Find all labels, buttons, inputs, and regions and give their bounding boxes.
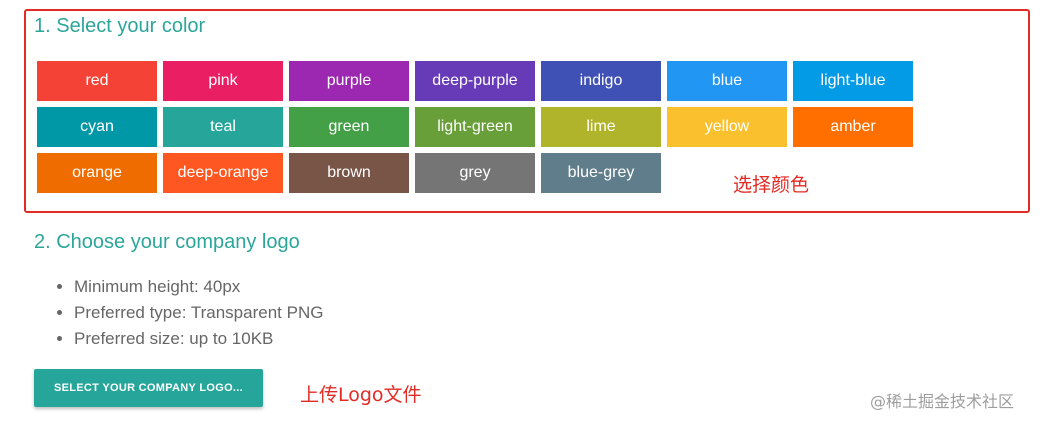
color-swatch-amber[interactable]: amber (793, 107, 913, 147)
color-swatch-indigo[interactable]: indigo (541, 61, 661, 101)
list-item: Preferred type: Transparent PNG (74, 300, 323, 326)
list-item: Preferred size: up to 10KB (74, 326, 323, 352)
color-swatch-deep-orange[interactable]: deep-orange (163, 153, 283, 193)
color-swatch-green[interactable]: green (289, 107, 409, 147)
logo-requirements-list: Minimum height: 40px Preferred type: Tra… (54, 274, 323, 352)
color-swatch-yellow[interactable]: yellow (667, 107, 787, 147)
color-swatch-brown[interactable]: brown (289, 153, 409, 193)
upload-annotation: 上传Logo文件 (300, 384, 422, 406)
watermark: @稀土掘金技术社区 (870, 392, 1015, 411)
color-swatch-teal[interactable]: teal (163, 107, 283, 147)
color-swatch-cyan[interactable]: cyan (37, 107, 157, 147)
color-swatch-lime[interactable]: lime (541, 107, 661, 147)
color-swatch-grey[interactable]: grey (415, 153, 535, 193)
color-section-highlight-box (24, 9, 1030, 213)
logo-section-title: 2. Choose your company logo (34, 231, 300, 253)
color-swatch-pink[interactable]: pink (163, 61, 283, 101)
color-swatch-light-green[interactable]: light-green (415, 107, 535, 147)
color-swatch-deep-purple[interactable]: deep-purple (415, 61, 535, 101)
color-swatch-blue-grey[interactable]: blue-grey (541, 153, 661, 193)
list-item: Minimum height: 40px (74, 274, 323, 300)
color-swatch-light-blue[interactable]: light-blue (793, 61, 913, 101)
color-swatch-purple[interactable]: purple (289, 61, 409, 101)
color-swatch-orange[interactable]: orange (37, 153, 157, 193)
select-logo-button[interactable]: SELECT YOUR COMPANY LOGO... (34, 369, 263, 407)
color-annotation: 选择颜色 (733, 174, 810, 196)
color-swatch-blue[interactable]: blue (667, 61, 787, 101)
color-swatch-red[interactable]: red (37, 61, 157, 101)
color-section-title: 1. Select your color (34, 15, 206, 37)
